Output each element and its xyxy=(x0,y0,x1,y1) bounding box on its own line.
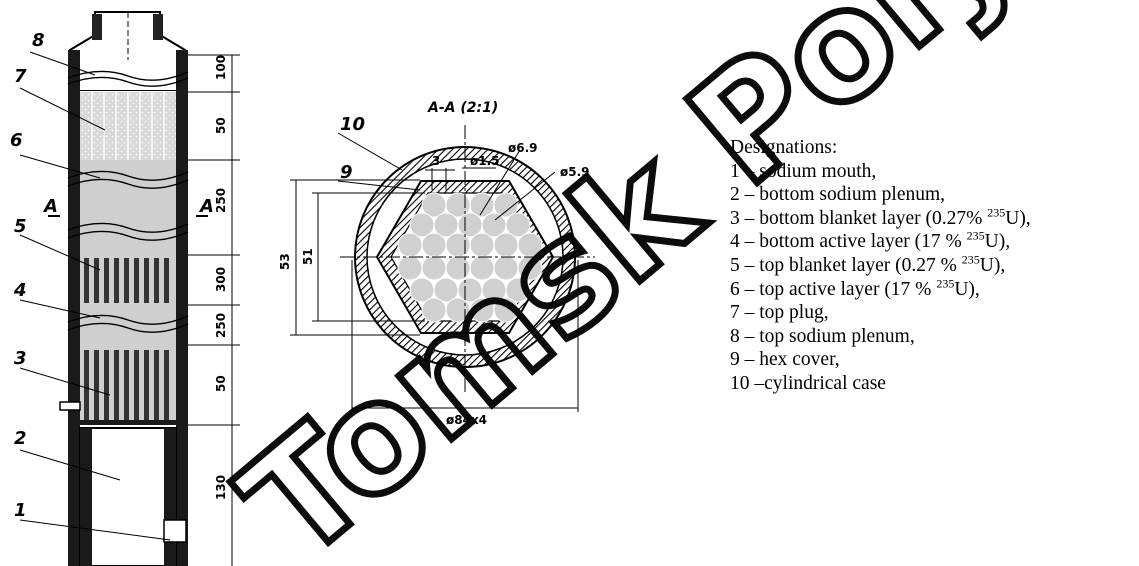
dim-100: 100 xyxy=(214,55,228,80)
legend-item: 5 – top blanket layer (0.27 % 235U), xyxy=(730,252,1006,276)
section-title: A-A (2:1) xyxy=(427,100,498,116)
part-label-6: 6 xyxy=(10,130,23,151)
dim-50-bottom: 50 xyxy=(214,375,228,392)
dim-300: 300 xyxy=(214,267,228,292)
legend-heading: Designations: xyxy=(730,137,838,158)
part-label-3: 3 xyxy=(14,348,27,369)
part-label-2: 2 xyxy=(14,428,27,449)
section-mark-right: A xyxy=(198,196,214,217)
part-label-1: 1 xyxy=(14,500,27,521)
part-label-5: 5 xyxy=(14,216,27,237)
part-labels: 8 7 6 5 4 3 2 1 xyxy=(10,30,45,521)
dim-53: 53 xyxy=(278,253,292,270)
legend-item: 3 – bottom blanket layer (0.27% 235U), xyxy=(730,205,1031,229)
dim-3: 3 xyxy=(432,154,440,168)
dim-diameter-1-5: ø1.5 xyxy=(470,154,500,168)
dim-50-top: 50 xyxy=(214,117,228,134)
dim-130: 130 xyxy=(214,475,228,500)
section-label-10: 10 xyxy=(340,114,365,135)
vertical-dimensions: 100 50 250 300 250 50 130 xyxy=(214,55,228,500)
cross-section-view: A-A (2:1) xyxy=(278,100,595,427)
section-label-9: 9 xyxy=(340,162,353,183)
longitudinal-view: A A 8 7 6 5 4 3 2 1 xyxy=(10,11,240,566)
legend-item: 10 –cylindrical case xyxy=(730,372,886,394)
dim-diameter-5-9: ø5.9 xyxy=(560,165,590,179)
dim-diameter-6-9: ø6.9 xyxy=(508,141,538,155)
dim-51: 51 xyxy=(301,248,315,265)
fuel-pin-bundle xyxy=(397,192,543,323)
legend-item: 4 – bottom active layer (17 % 235U), xyxy=(730,228,1011,253)
legend-item: 6 – top active layer (17 % 235U), xyxy=(730,276,980,300)
legend-item: 8 – top sodium plenum, xyxy=(730,325,915,347)
legend-item: 7 – top plug, xyxy=(730,302,829,324)
legend-item: 9 – hex cover, xyxy=(730,349,840,371)
dim-250-bottom: 250 xyxy=(214,313,228,338)
legend-item: 1 – sodium mouth, xyxy=(730,160,877,182)
part-label-7: 7 xyxy=(14,66,27,87)
section-mark-left: A xyxy=(42,196,58,217)
dim-250-top: 250 xyxy=(214,188,228,213)
legend-item: 2 – bottom sodium plenum, xyxy=(730,184,946,206)
part-label-8: 8 xyxy=(32,30,45,51)
designations-legend: Designations: 1 – sodium mouth, 2 – bott… xyxy=(730,136,1031,396)
dim-diameter-84x4: ø84x4 xyxy=(446,413,487,427)
part-label-4: 4 xyxy=(13,280,27,301)
